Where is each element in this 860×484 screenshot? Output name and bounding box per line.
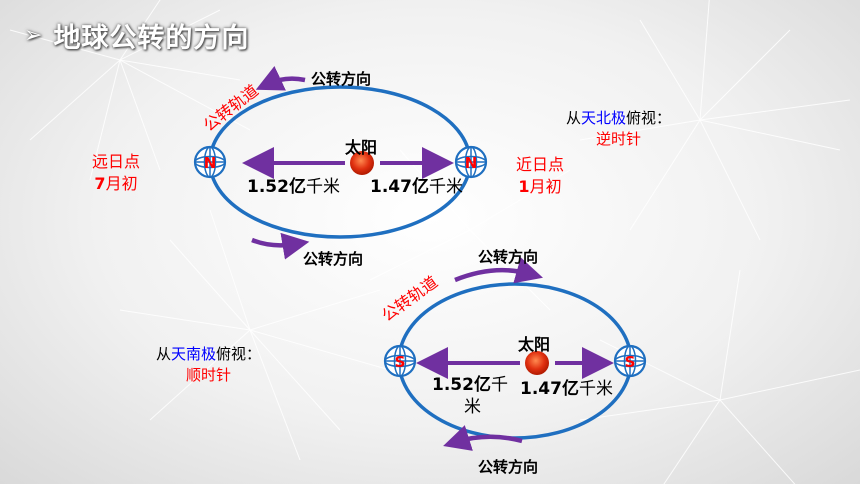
perihelion-month-text: 月初	[529, 177, 562, 196]
north-view-direction: 逆时针	[596, 130, 642, 148]
sun-label-bottom: 太阳	[518, 335, 551, 354]
pole-letter-left-bottom: S	[395, 353, 406, 371]
slide-title-text: 地球公转的方向	[53, 23, 250, 54]
pole-letter-right-bottom: S	[625, 353, 636, 371]
orbit-label-bottom: 公转轨道	[378, 272, 441, 325]
direction-label-top-upper: 公转方向	[311, 70, 372, 88]
direction-arrow-bottom-upper	[454, 257, 543, 284]
slide-title: ➢ 地球公转的方向	[24, 16, 249, 55]
distance-left-bottom-value: 1.52亿	[432, 375, 491, 395]
north-view-pole: 天北极	[581, 109, 627, 127]
south-view-pole: 天南极	[171, 345, 217, 363]
direction-label-bottom-upper: 公转方向	[478, 248, 539, 266]
distance-right-top: 1.47亿千米	[370, 172, 463, 197]
south-view-suffix: 俯视：	[216, 345, 262, 363]
distance-left-top-value: 1.52亿	[247, 177, 306, 197]
direction-arrow-top-upper	[255, 66, 306, 91]
direction-arrow-top-lower	[251, 232, 310, 260]
north-view-note: 从天北极俯视： 逆时针	[566, 108, 671, 150]
distance-left-top: 1.52亿千米	[247, 172, 340, 197]
distance-right-top-unit: 千米	[428, 177, 463, 197]
direction-label-top-lower: 公转方向	[303, 250, 364, 268]
south-view-prefix: 从	[156, 345, 172, 363]
aphelion-month-number: 7	[94, 174, 106, 193]
south-view-note: 从天南极俯视： 顺时针	[156, 344, 261, 386]
distance-right-bottom: 1.47亿千米	[520, 374, 613, 399]
distance-right-bottom-unit: 千米	[578, 379, 613, 399]
sun-bottom	[525, 351, 549, 375]
pole-letter-perihelion: N	[465, 154, 478, 172]
aphelion-date: 7月初	[92, 173, 140, 195]
north-view-suffix: 俯视：	[626, 109, 672, 127]
pole-letter-aphelion: N	[204, 154, 217, 172]
sun-top	[350, 151, 374, 175]
south-view-line: 从天南极俯视：	[156, 344, 261, 365]
distance-left-bottom-unit-2: 米	[464, 397, 481, 417]
aphelion-month-text: 月初	[105, 174, 138, 193]
aphelion-name: 远日点	[92, 152, 141, 171]
north-view-line: 从天北极俯视：	[566, 108, 671, 129]
perihelion-label: 近日点 1月初	[516, 154, 564, 198]
distance-left-bottom-line1: 1.52亿千	[432, 374, 508, 396]
direction-arrow-bottom-lower	[443, 425, 523, 451]
perihelion-name: 近日点	[516, 155, 565, 174]
south-view-direction: 顺时针	[186, 366, 232, 384]
chevron-right-icon: ➢	[24, 23, 44, 48]
distance-left-bottom: 1.52亿千 米	[432, 374, 508, 418]
distance-right-bottom-value: 1.47亿	[520, 379, 579, 399]
aphelion-label: 远日点 7月初	[92, 151, 140, 195]
north-view-prefix: 从	[566, 109, 582, 127]
perihelion-date: 1月初	[516, 176, 564, 198]
distance-left-top-unit: 千米	[305, 177, 340, 197]
perihelion-month-number: 1	[518, 177, 530, 196]
distance-right-top-value: 1.47亿	[370, 177, 429, 197]
distance-left-bottom-unit-1: 千	[490, 375, 508, 395]
sun-label-top: 太阳	[345, 138, 378, 157]
direction-label-bottom-lower: 公转方向	[478, 458, 539, 476]
